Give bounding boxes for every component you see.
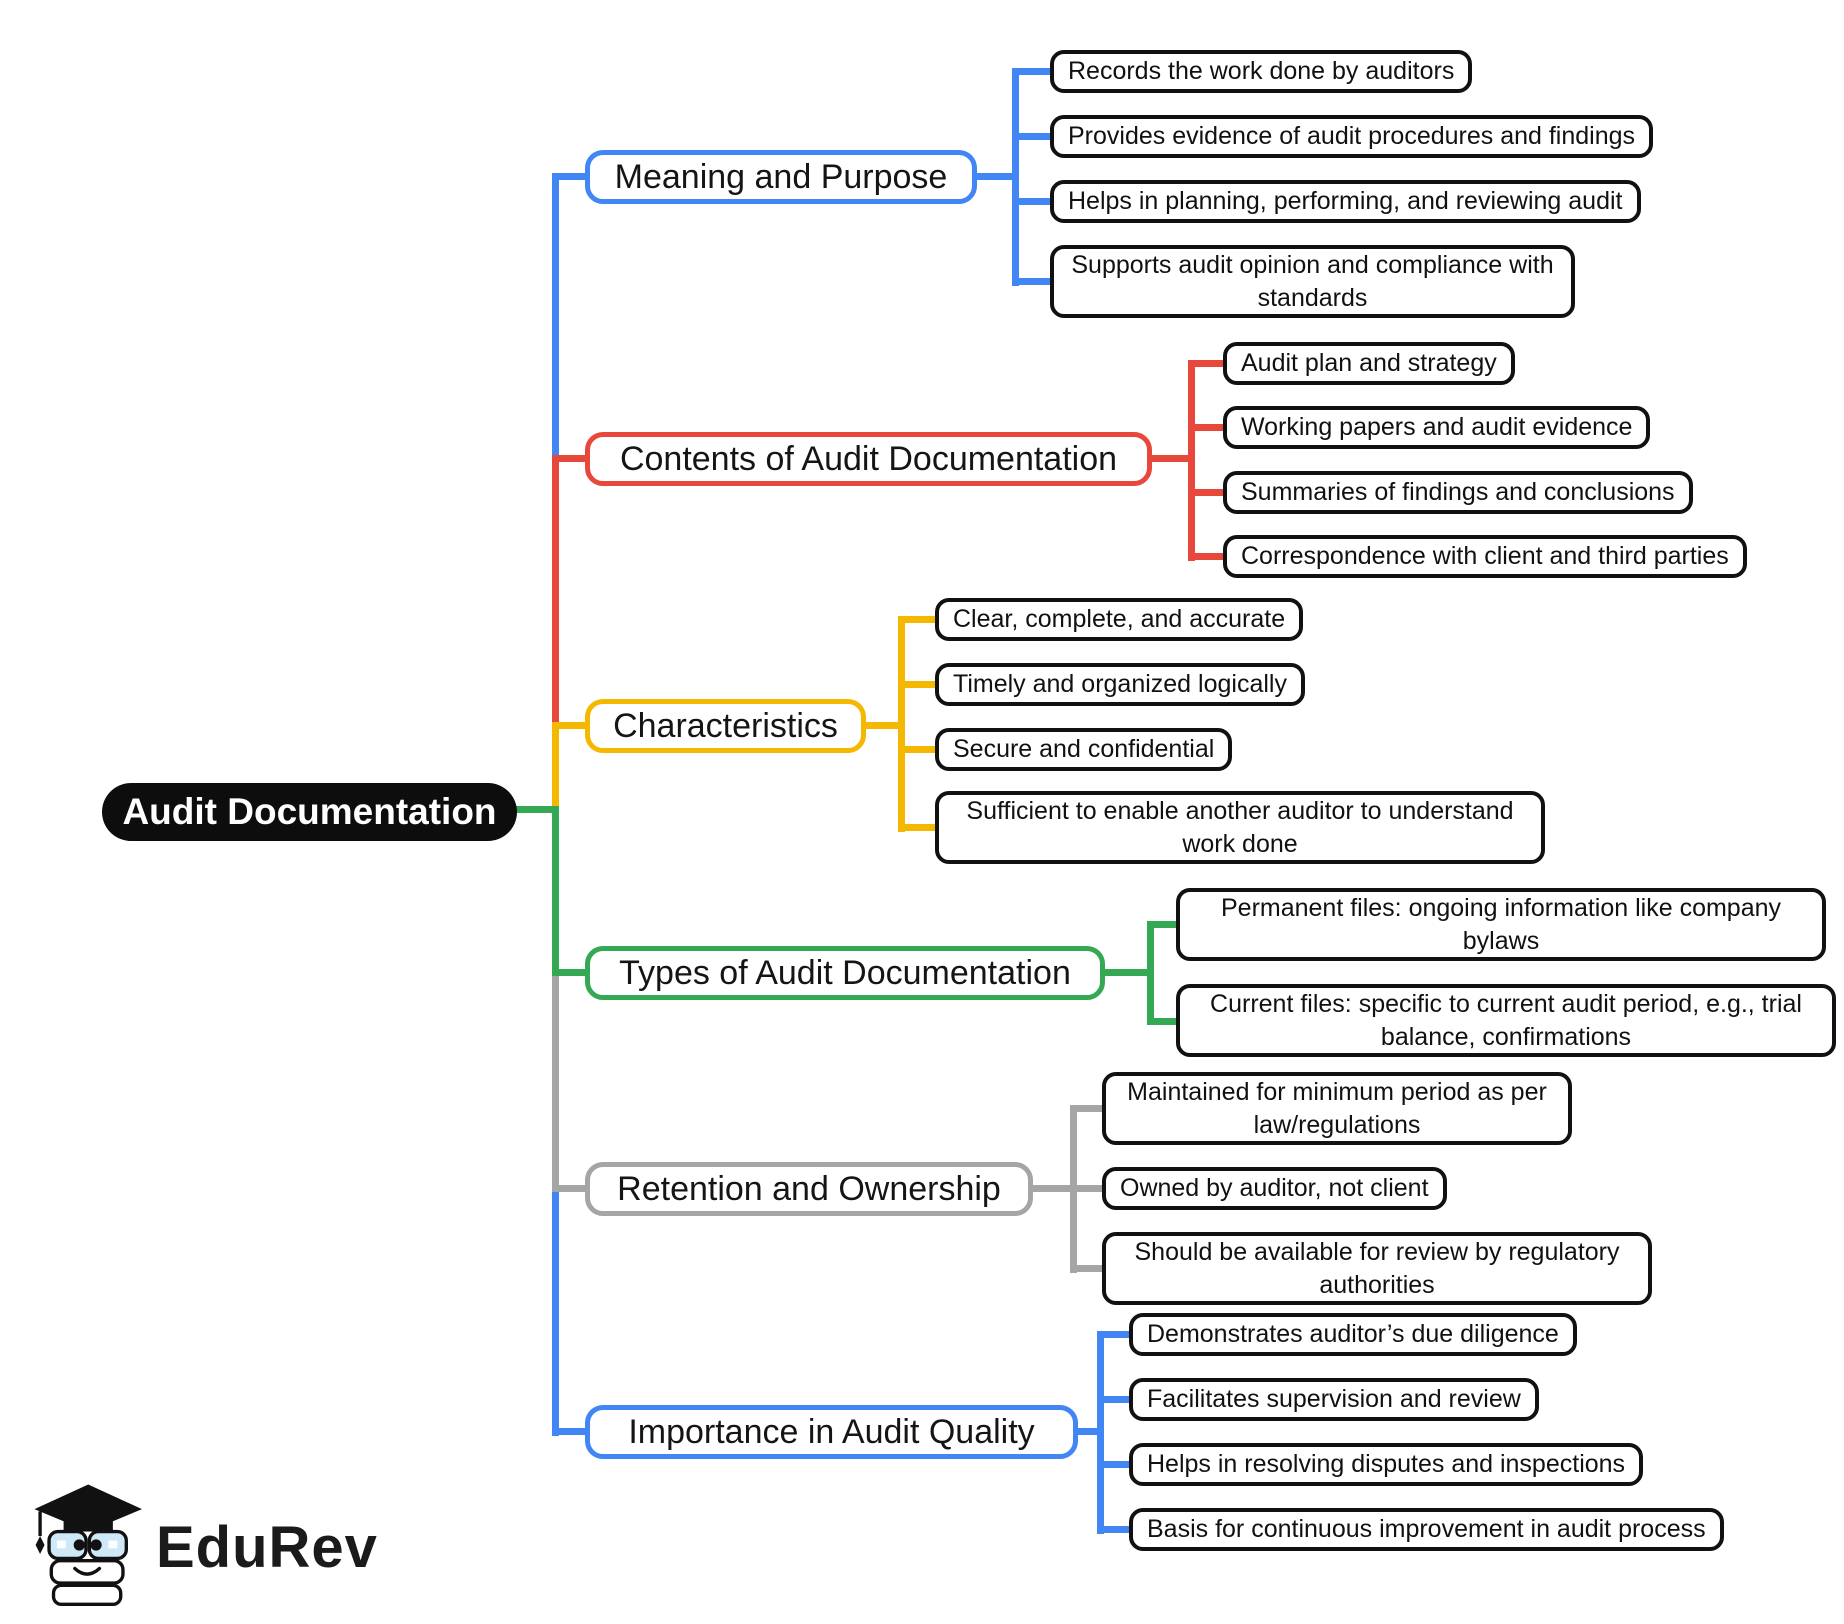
leaf-node: Clear, complete, and accurate [935,598,1304,641]
leaf-rail [898,616,905,832]
leaf-stub [1147,921,1180,928]
leaf-stub [1012,133,1050,140]
trunk-segment-gray [552,969,559,1193]
edurev-logo-icon [30,1482,143,1613]
leaf-rail [1012,68,1019,286]
leaf-node: Sufficient to enable another auditor to … [935,791,1545,864]
branch-stub [552,455,585,462]
topic-meaning-and-purpose: Meaning and Purpose [585,150,977,204]
topic-leaf-stub [1031,1185,1077,1192]
branch-stub [552,1185,585,1192]
topic-types-of-audit-documentation: Types of Audit Documentation [585,946,1105,1000]
leaf-stub [1188,553,1226,560]
edurev-logo: EduRev [30,1476,400,1624]
leaf-node: Helps in planning, performing, and revie… [1050,180,1641,223]
branch-stub [552,969,585,976]
leaf-node: Summaries of findings and conclusions [1223,471,1693,514]
leaf-stub [1097,1526,1133,1533]
leaf-node: Demonstrates auditor’s due diligence [1129,1313,1577,1356]
leaf-node: Records the work done by auditors [1050,50,1473,93]
leaf-node: Maintained for minimum period as per law… [1102,1072,1572,1145]
leaf-stub [1012,278,1050,285]
root-connector [515,806,559,813]
leaf-node: Facilitates supervision and review [1129,1378,1539,1421]
leaf-node: Timely and organized logically [935,663,1305,706]
leaf-rail [1147,921,1154,1025]
leaf-stub [1188,360,1226,367]
topic-leaf-stub [1150,455,1195,462]
leaf-node: Correspondence with client and third par… [1223,535,1747,578]
leaf-node: Permanent files: ongoing information lik… [1176,888,1826,961]
leaf-stub [1070,1185,1106,1192]
leaf-stub [1188,489,1226,496]
leaf-rail [1097,1331,1104,1534]
topic-retention-and-ownership: Retention and Ownership [585,1162,1033,1216]
trunk-segment-blue-bottom [552,1185,559,1436]
leaf-stub [1147,1018,1180,1025]
leaf-stub [1097,1396,1133,1403]
leaf-stub [898,746,938,753]
leaf-stub [898,616,938,623]
leaf-stub [1188,424,1226,431]
leaf-node: Secure and confidential [935,728,1233,771]
leaf-node: Current files: specific to current audit… [1176,984,1836,1057]
branch-stub [552,1428,585,1435]
branch-stub [552,722,585,729]
leaf-stub [1070,1265,1106,1272]
leaf-node: Helps in resolving disputes and inspecti… [1129,1443,1644,1486]
leaf-stub [1097,1331,1133,1338]
trunk-segment-yellow [552,722,559,814]
leaf-stub [1097,1461,1133,1468]
leaf-node: Audit plan and strategy [1223,342,1515,385]
leaf-node: Should be available for review by regula… [1102,1232,1652,1305]
branch-stub [552,173,585,180]
leaf-stub [898,681,938,688]
leaf-stub [1012,198,1050,205]
leaf-node: Supports audit opinion and compliance wi… [1050,245,1575,318]
topic-contents-of-audit-documentation: Contents of Audit Documentation [585,432,1152,486]
topic-characteristics: Characteristics [585,699,866,753]
leaf-node: Basis for continuous improvement in audi… [1129,1508,1724,1551]
topic-leaf-stub [975,173,1019,180]
leaf-stub [1012,68,1050,75]
leaf-node: Working papers and audit evidence [1223,406,1651,449]
trunk-segment-blue-top [552,173,559,463]
leaf-stub [1070,1105,1106,1112]
leaf-node: Provides evidence of audit procedures an… [1050,115,1654,158]
root-node: Audit Documentation [102,783,517,841]
edurev-logo-text: EduRev [156,1515,378,1580]
topic-leaf-stub [1103,969,1154,976]
leaf-stub [898,824,938,831]
leaf-rail [1188,360,1195,561]
leaf-node: Owned by auditor, not client [1102,1167,1447,1210]
topic-importance-in-audit-quality: Importance in Audit Quality [585,1405,1078,1459]
trunk-segment-green [552,806,559,977]
trunk-segment-red [552,455,559,730]
topic-leaf-stub [864,722,905,729]
topic-leaf-stub [1076,1428,1104,1435]
